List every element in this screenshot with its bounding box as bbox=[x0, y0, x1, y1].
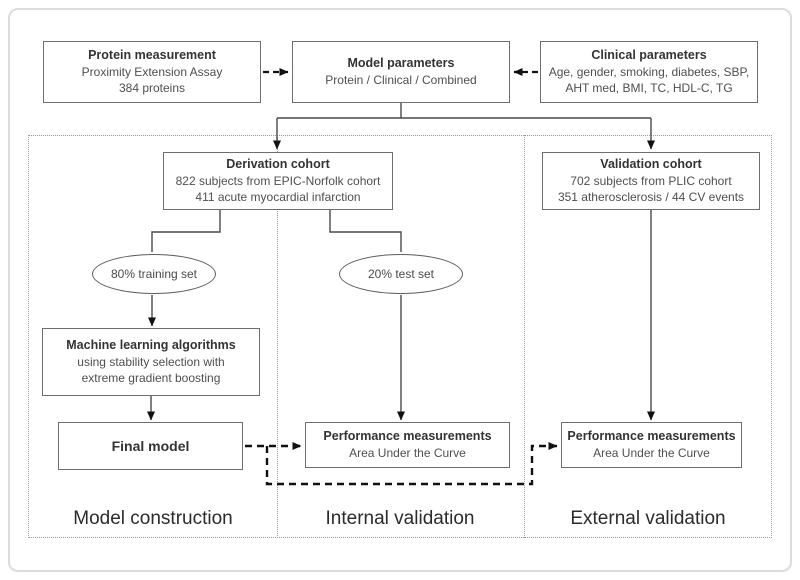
box-title: Final model bbox=[111, 437, 190, 454]
training-set-ellipse: 80% training set bbox=[92, 254, 216, 294]
box-title: Protein measurement bbox=[88, 48, 216, 63]
box-title: Performance measurements bbox=[567, 429, 736, 444]
section-divider-internal-external bbox=[524, 135, 525, 538]
box-text: 351 atherosclerosis / 44 CV events bbox=[557, 190, 745, 205]
box-text: 822 subjects from EPIC-Norfolk cohort bbox=[175, 174, 381, 189]
pipeline-outline bbox=[28, 135, 772, 538]
box-text: extreme gradient boosting bbox=[81, 371, 221, 386]
performance-external-box: Performance measurements Area Under the … bbox=[561, 422, 742, 468]
section-label-model-construction: Model construction bbox=[73, 508, 233, 529]
ellipse-label: 20% test set bbox=[367, 266, 435, 281]
box-title: Performance measurements bbox=[323, 429, 492, 444]
box-text: Area Under the Curve bbox=[593, 446, 710, 461]
validation-cohort-box: Validation cohort 702 subjects from PLIC… bbox=[542, 152, 760, 210]
box-text: Proximity Extension Assay bbox=[81, 65, 223, 80]
final-model-box: Final model bbox=[58, 422, 243, 470]
ml-algorithms-box: Machine learning algorithms using stabil… bbox=[42, 328, 260, 396]
performance-internal-box: Performance measurements Area Under the … bbox=[305, 422, 510, 468]
box-title: Model parameters bbox=[347, 56, 455, 71]
box-text: Area Under the Curve bbox=[349, 446, 466, 461]
clinical-parameters-box: Clinical parameters Age, gender, smoking… bbox=[540, 41, 758, 103]
box-text: 411 acute myocardial infarction bbox=[195, 190, 361, 205]
ellipse-label: 80% training set bbox=[110, 266, 198, 281]
box-title: Clinical parameters bbox=[591, 48, 707, 63]
box-title: Machine learning algorithms bbox=[66, 338, 236, 353]
test-set-ellipse: 20% test set bbox=[339, 254, 463, 294]
box-text: 384 proteins bbox=[118, 81, 186, 96]
section-divider-construction-internal bbox=[277, 135, 278, 538]
box-text: using stability selection with bbox=[77, 355, 225, 370]
model-parameters-box: Model parameters Protein / Clinical / Co… bbox=[292, 41, 510, 103]
box-text: AHT med, BMI, TC, HDL-C, TG bbox=[565, 81, 733, 96]
box-title: Validation cohort bbox=[600, 157, 702, 172]
protein-measurement-box: Protein measurement Proximity Extension … bbox=[43, 41, 261, 103]
derivation-cohort-box: Derivation cohort 822 subjects from EPIC… bbox=[163, 152, 393, 210]
box-text: Protein / Clinical / Combined bbox=[325, 73, 477, 88]
box-text: Age, gender, smoking, diabetes, SBP, bbox=[548, 65, 750, 80]
section-label-external-validation: External validation bbox=[570, 508, 726, 529]
section-label-internal-validation: Internal validation bbox=[325, 508, 475, 529]
box-title: Derivation cohort bbox=[226, 157, 330, 172]
box-text: 702 subjects from PLIC cohort bbox=[570, 174, 732, 189]
